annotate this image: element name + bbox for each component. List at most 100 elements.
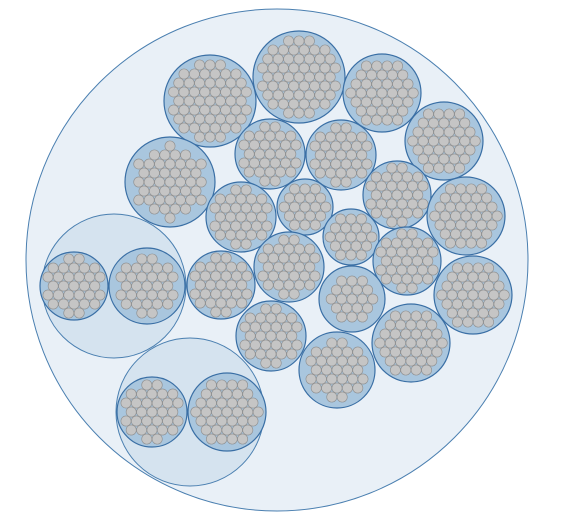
strand xyxy=(151,262,163,274)
strand xyxy=(381,207,392,219)
strand xyxy=(402,96,414,108)
strand xyxy=(156,424,168,436)
strand xyxy=(299,252,310,264)
strand xyxy=(400,346,412,358)
strand xyxy=(345,167,357,179)
strand xyxy=(441,298,453,310)
strand xyxy=(304,261,316,273)
wire-bundle xyxy=(187,372,267,452)
strand xyxy=(389,364,401,376)
strand xyxy=(365,198,377,210)
strand xyxy=(330,284,342,296)
strand xyxy=(412,207,424,219)
strand xyxy=(244,330,256,342)
strand xyxy=(351,140,362,152)
strand xyxy=(240,104,252,116)
strand xyxy=(143,176,155,188)
strand xyxy=(396,162,408,174)
strand xyxy=(63,271,75,283)
strand xyxy=(355,249,367,261)
strand xyxy=(277,80,289,92)
strand xyxy=(412,126,424,138)
strand xyxy=(422,162,434,174)
strand xyxy=(169,167,181,179)
strand xyxy=(407,135,419,147)
wire-bundle xyxy=(362,160,432,230)
strand xyxy=(168,86,179,98)
strand xyxy=(138,185,150,197)
strand xyxy=(371,96,383,108)
strand xyxy=(434,219,446,231)
strand xyxy=(125,424,137,436)
strand xyxy=(220,252,232,264)
strand xyxy=(362,302,373,314)
strand xyxy=(345,131,357,143)
strand xyxy=(340,122,352,134)
strand xyxy=(472,298,484,310)
strand xyxy=(241,288,253,300)
strand xyxy=(225,193,236,205)
strand xyxy=(304,192,316,204)
strand xyxy=(210,306,222,318)
strand xyxy=(133,158,145,170)
strand xyxy=(220,86,231,98)
strand xyxy=(401,171,413,183)
strand xyxy=(477,307,489,319)
strand xyxy=(47,262,59,274)
strand xyxy=(195,397,207,409)
strand xyxy=(486,201,498,213)
strand xyxy=(293,261,305,273)
strand xyxy=(290,157,302,169)
strand xyxy=(465,201,477,213)
strand xyxy=(481,228,493,240)
wire-bundle xyxy=(404,101,484,181)
strand xyxy=(277,44,289,56)
strand xyxy=(178,86,190,98)
strand xyxy=(68,280,80,292)
strand xyxy=(53,289,64,301)
strand xyxy=(164,176,176,188)
strand xyxy=(299,201,311,213)
strand xyxy=(397,87,409,99)
strand xyxy=(239,321,251,333)
strand xyxy=(242,406,254,418)
strand xyxy=(180,149,191,161)
strand xyxy=(352,364,364,376)
strand xyxy=(415,319,427,331)
wire-bundle xyxy=(433,255,513,335)
strand xyxy=(242,424,254,436)
strand xyxy=(380,255,392,267)
strand xyxy=(336,355,348,367)
strand xyxy=(315,373,327,385)
strand xyxy=(283,107,294,119)
strand xyxy=(329,80,341,92)
strand xyxy=(457,307,468,319)
strand xyxy=(244,312,256,324)
strand xyxy=(285,166,297,178)
strand xyxy=(174,176,186,188)
strand xyxy=(446,307,458,319)
strand xyxy=(231,388,243,400)
strand xyxy=(256,229,268,241)
strand xyxy=(371,114,383,126)
strand xyxy=(491,210,503,222)
strand xyxy=(346,293,358,305)
strand xyxy=(462,280,474,292)
strand xyxy=(159,203,171,215)
strand xyxy=(261,220,273,232)
strand xyxy=(235,113,247,125)
strand xyxy=(257,80,268,92)
strand xyxy=(235,229,247,241)
strand xyxy=(194,131,205,143)
strand xyxy=(347,373,358,385)
strand xyxy=(169,149,181,161)
strand xyxy=(136,253,148,265)
strand xyxy=(42,289,54,301)
strand xyxy=(272,53,284,65)
strand xyxy=(428,117,439,129)
wire-bundle xyxy=(205,181,277,253)
strand xyxy=(221,424,233,436)
strand xyxy=(319,158,331,170)
strand xyxy=(146,424,158,436)
strand xyxy=(225,297,237,309)
